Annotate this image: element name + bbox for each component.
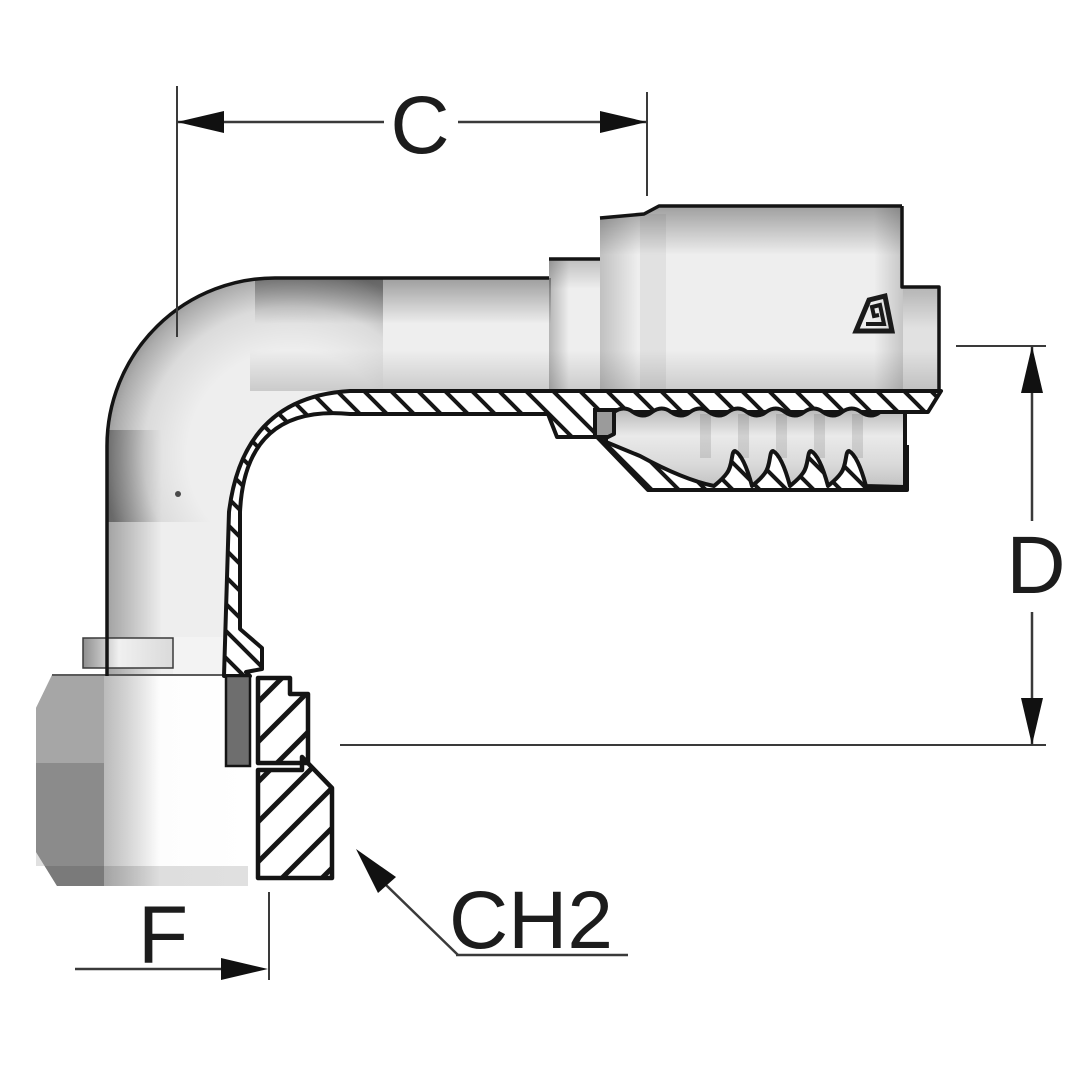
dim-c-arrow-left-icon <box>177 111 224 133</box>
hex-nut-facet-lower <box>36 763 104 886</box>
dim-d-label: D <box>1006 520 1065 611</box>
nut-section <box>224 674 335 881</box>
dimension-c: C <box>176 80 648 337</box>
ferrule-bottom-outline <box>595 435 909 492</box>
dim-f-arrow-right-icon <box>221 958 268 980</box>
hex-facet-blend <box>104 675 160 886</box>
dim-c-label: C <box>390 80 449 171</box>
dimension-f: F <box>75 890 270 981</box>
dim-f-label: F <box>138 890 188 981</box>
dim-c-arrow-right-icon <box>600 111 647 133</box>
swivel-nut-assembly <box>36 637 248 886</box>
dim-d-arrow-down-icon <box>1021 698 1043 745</box>
section-wall-top-hatch <box>222 389 943 678</box>
hex-nut-bottom-shade <box>36 852 248 886</box>
hose-nipple-serrations <box>604 406 907 489</box>
callout-ch2: CH2 <box>356 849 628 966</box>
body-outline <box>105 204 941 676</box>
nipple-groove-shading <box>700 414 863 458</box>
manufacturer-logo-icon <box>852 292 896 334</box>
hose-nipple <box>593 406 909 492</box>
section-wall-top <box>222 389 943 678</box>
fitting-body <box>107 206 939 676</box>
ch2-arrow-icon <box>356 849 396 893</box>
ch2-leader-diagonal <box>384 883 459 956</box>
nut-section-hatch-lower <box>255 754 335 881</box>
hex-nut-facet-upper <box>36 675 104 763</box>
ch2-label: CH2 <box>449 875 613 966</box>
bend-center-mark <box>175 491 181 497</box>
thread-engagement-strip <box>224 674 252 768</box>
dim-d-arrow-up-icon <box>1021 346 1043 393</box>
dimension-d: D <box>340 345 1066 746</box>
swivel-collar <box>82 637 174 669</box>
nut-section-hatch-upper <box>255 675 311 766</box>
